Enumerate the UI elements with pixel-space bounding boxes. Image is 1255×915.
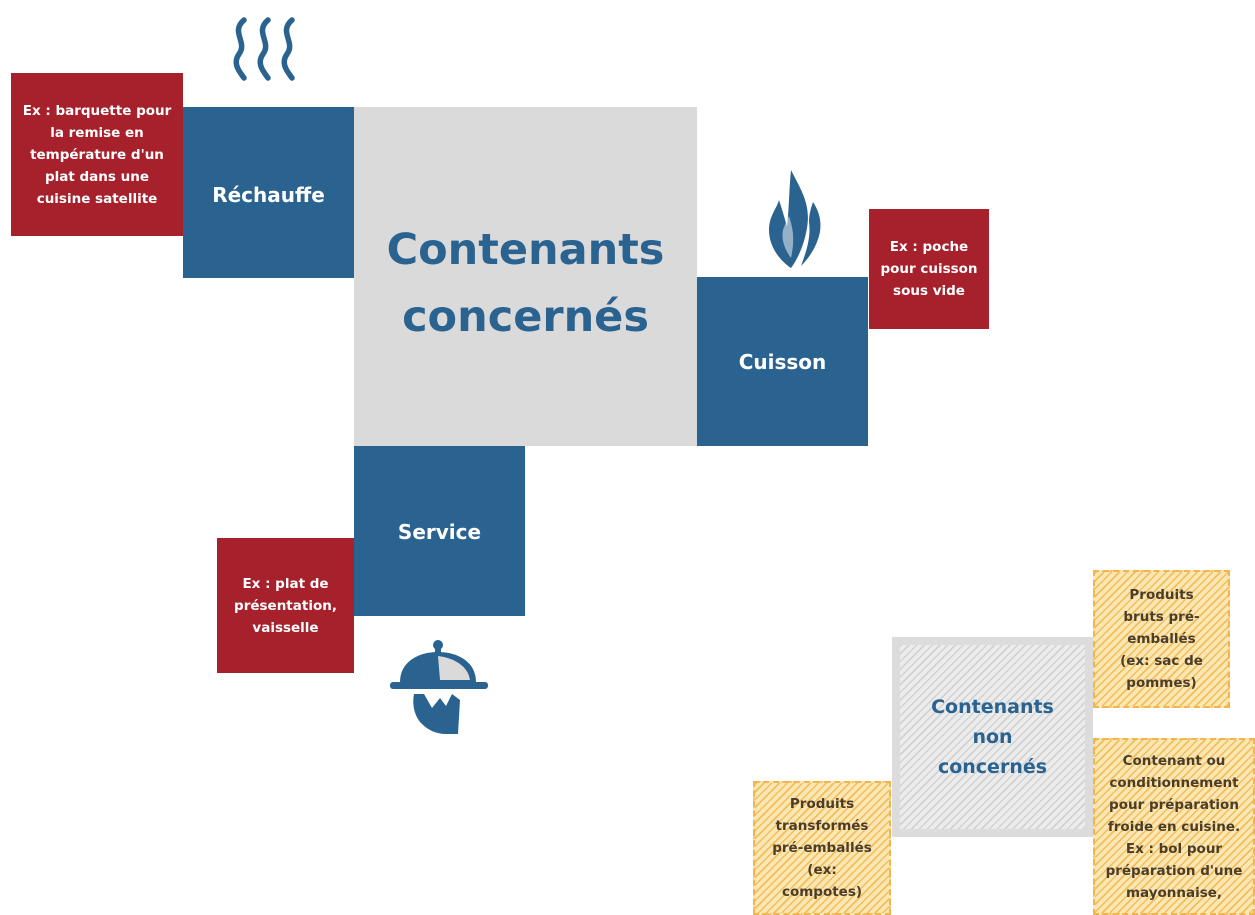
rechauffe-example-text: Ex : barquette pour la remise en tempéra… xyxy=(22,102,172,207)
service-example-box: Ex : plat de présentation, vaisselle xyxy=(217,538,354,673)
non-concernes-item: Produits bruts pré-emballés (ex: sac de … xyxy=(1093,570,1230,708)
rechauffe-example-box: Ex : barquette pour la remise en tempéra… xyxy=(11,73,183,236)
rechauffe-label: Réchauffe xyxy=(212,183,325,207)
rechauffe-box: Réchauffe xyxy=(183,107,354,278)
cuisson-example-box: Ex : poche pour cuisson sous vide xyxy=(869,209,989,329)
non-concernes-item: Contenant ou conditionnement pour prépar… xyxy=(1093,738,1255,915)
non-concernes-title: Contenants non concernés xyxy=(931,696,1054,778)
non-concernes-item-text: Contenant ou conditionnement pour prépar… xyxy=(1105,752,1243,901)
cuisson-example-text: Ex : poche pour cuisson sous vide xyxy=(880,239,978,299)
main-title-box: Contenants concernés xyxy=(354,107,697,446)
serving-cloche-icon xyxy=(390,640,488,734)
non-concernes-item: Produits transformés pré-emballés (ex: c… xyxy=(753,781,891,915)
main-title: Contenants concernés xyxy=(386,224,665,342)
service-example-text: Ex : plat de présentation, vaisselle xyxy=(234,575,337,636)
flame-icon xyxy=(769,170,821,268)
cuisson-box: Cuisson xyxy=(697,277,868,446)
non-concernes-box: Contenants non concernés xyxy=(892,637,1093,837)
steam-icon xyxy=(233,17,295,81)
non-concernes-item-text: Produits bruts pré-emballés (ex: sac de … xyxy=(1120,587,1203,691)
service-box: Service xyxy=(354,446,525,616)
non-concernes-item-text: Produits transformés pré-emballés (ex: c… xyxy=(772,796,872,900)
cuisson-label: Cuisson xyxy=(738,349,827,374)
service-label: Service xyxy=(397,520,482,544)
